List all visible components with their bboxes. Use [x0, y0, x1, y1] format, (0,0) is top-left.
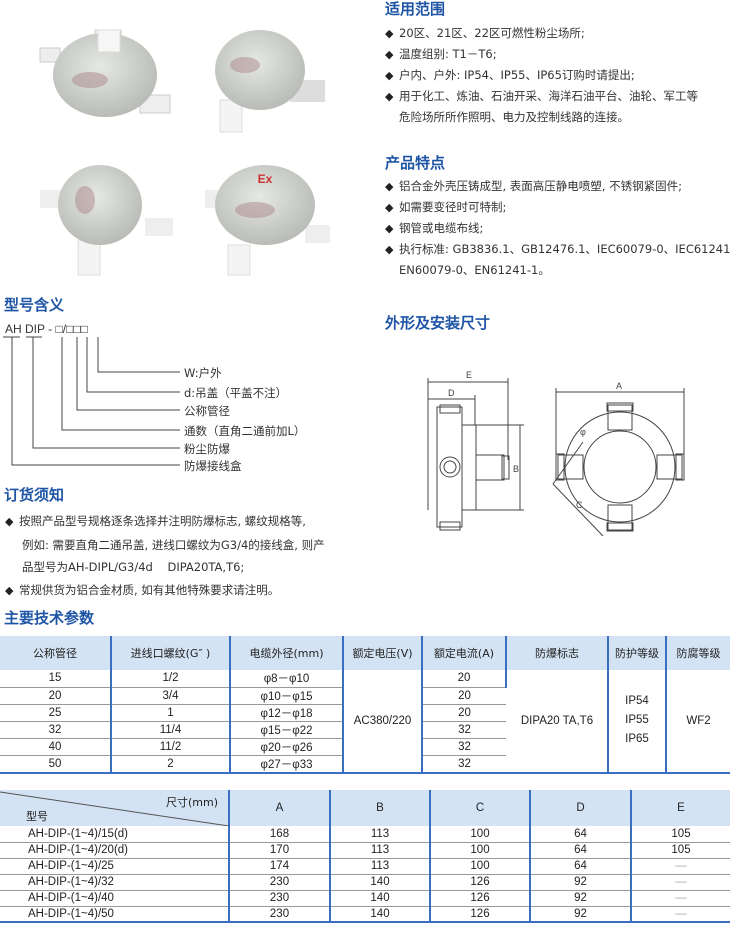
dim-cell: 113: [330, 842, 431, 859]
dim-cell: 92: [530, 890, 632, 907]
product-photo-2: [215, 30, 325, 133]
svg-text:D: D: [448, 388, 455, 398]
dim-cell: 100: [430, 826, 531, 843]
model-cell: AH-DIP-(1~4)/50: [0, 906, 230, 923]
model-cell: AH-DIP-(1~4)/25: [0, 858, 230, 875]
dim-cell: 140: [330, 906, 431, 923]
product-photo-4: Ex: [205, 165, 330, 276]
order-title: 订货须知: [4, 486, 65, 504]
model-cell: AH-DIP-(1~4)/15(d): [0, 826, 230, 843]
dim-cell: 230: [229, 890, 331, 907]
model-leader-lines: [3, 336, 180, 466]
dim-cell: 113: [330, 826, 431, 843]
dim-cell: —: [631, 890, 730, 907]
model-cell: AH-DIP-(1~4)/20(d): [0, 842, 230, 859]
svg-text:Ex: Ex: [258, 172, 273, 186]
scope-title: 适用范围: [385, 0, 446, 18]
features-title: 产品特点: [385, 154, 446, 172]
model-cell: AH-DIP-(1~4)/32: [0, 874, 230, 891]
diagonal-line: [0, 791, 229, 826]
product-photos: Ex: [39, 29, 330, 276]
order-list: ◆按照产品型号规格逐条选择并注明防爆标志, 螺纹规格等, 例如: 需要直角二通吊…: [5, 514, 325, 597]
dim-cell: 230: [229, 874, 331, 891]
dim-cell: 64: [530, 858, 632, 875]
model-code: AH DIP - □/□□□: [5, 322, 88, 336]
svg-text:C: C: [576, 500, 583, 510]
model-cell: AH-DIP-(1~4)/40: [0, 890, 230, 907]
dim-cell: —: [631, 906, 730, 923]
outline-title: 外形及安装尺寸: [385, 314, 491, 332]
dim-cell: 126: [430, 874, 531, 891]
dim-cell: 126: [430, 890, 531, 907]
params-title: 主要技术参数: [4, 609, 95, 627]
dim-cell: 174: [229, 858, 331, 875]
dim-cell: 92: [530, 906, 632, 923]
svg-text:φ: φ: [580, 427, 586, 437]
params-header-row: 公称管径进线口螺纹(G″ )电缆外径(mm)额定电压(V)额定电流(A)防爆标志…: [0, 636, 730, 670]
svg-text:B: B: [513, 464, 519, 474]
dim-cell: 100: [430, 858, 531, 875]
features-list: ◆铝合金外壳压铸成型, 表面高压静电喷塑, 不锈钢紧固件; ◆如需要变径时可特制…: [385, 179, 730, 277]
dim-cell: 230: [229, 906, 331, 923]
svg-text:E: E: [466, 370, 472, 380]
dim-cell: 105: [631, 842, 730, 859]
dim-cell: 126: [430, 906, 531, 923]
dim-cell: 92: [530, 874, 632, 891]
dim-cell: 64: [530, 826, 632, 843]
outline-drawing: E D B A C φ: [427, 370, 685, 537]
product-photo-1: [39, 29, 171, 117]
dim-cell: 105: [631, 826, 730, 843]
dim-cell: 140: [330, 890, 431, 907]
dim-cell: 170: [229, 842, 331, 859]
dim-cell: —: [631, 858, 730, 875]
dim-cell: —: [631, 874, 730, 891]
dim-cell: 168: [229, 826, 331, 843]
dim-cell: 64: [530, 842, 632, 859]
scope-list: ◆20区、21区、22区可燃性粉尘场所; ◆温度组别: T1－T6; ◆户内、户…: [385, 26, 698, 124]
product-photo-3: [40, 165, 173, 276]
model-title: 型号含义: [4, 296, 65, 314]
params-table: 公称管径进线口螺纹(G″ )电缆外径(mm)额定电压(V)额定电流(A)防爆标志…: [0, 636, 730, 774]
dim-cell: 140: [330, 874, 431, 891]
dim-cell: 100: [430, 842, 531, 859]
svg-text:A: A: [616, 381, 622, 391]
dim-cell: 113: [330, 858, 431, 875]
